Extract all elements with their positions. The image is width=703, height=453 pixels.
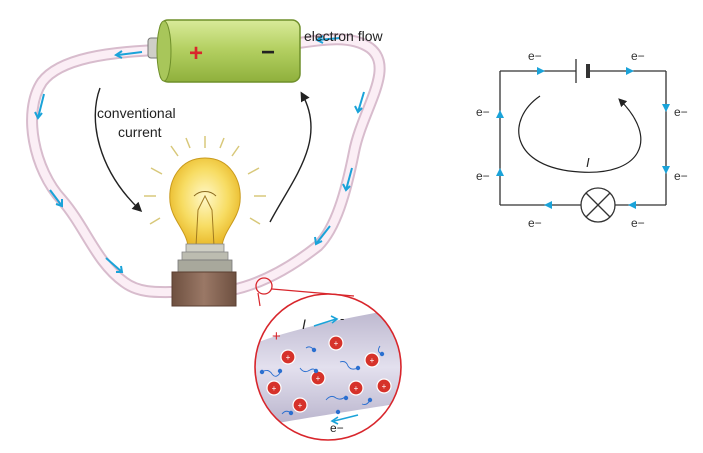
electron-label: e−: [528, 49, 542, 63]
electron-label: e−: [674, 169, 688, 183]
svg-text:+: +: [334, 339, 339, 348]
battery: + −: [147, 19, 301, 83]
battery-plus-sign: +: [189, 40, 203, 67]
conventional-current-label-line1: conventional: [97, 105, 176, 121]
inset-minus-sign: -: [340, 311, 344, 326]
schematic-current-symbol: I: [586, 155, 590, 170]
electron-label: e−: [674, 105, 688, 119]
svg-text:+: +: [272, 384, 277, 393]
inset-electron-label: e−: [330, 421, 344, 435]
electron-label: e−: [528, 216, 542, 230]
bulb-rays: [144, 136, 266, 225]
conventional-current-label-line2: current: [118, 124, 162, 140]
light-bulb: [144, 136, 266, 307]
current-loop-arrow: [518, 95, 642, 173]
svg-text:+: +: [354, 384, 359, 393]
svg-text:+: +: [286, 353, 291, 362]
svg-text:+: +: [370, 356, 375, 365]
lamp-symbol: [580, 187, 616, 223]
electron-flow-arrows: [34, 35, 365, 293]
electrons: [259, 347, 385, 416]
ion-plus-signs: + + + + + + + +: [272, 339, 387, 410]
schematic-electron-labels: e− e− e− e− e− e− e− e−: [476, 49, 688, 230]
electron-label: e−: [476, 169, 490, 183]
inset-current-symbol: I: [302, 316, 306, 332]
svg-text:+: +: [298, 401, 303, 410]
svg-text:+: +: [382, 382, 387, 391]
schematic-circuit: I e− e− e− e− e− e− e− e−: [476, 49, 688, 230]
battery-minus-sign: −: [261, 39, 275, 66]
inset-plus-sign: +: [272, 328, 281, 345]
wire-inset: + + + + + + + + + I: [254, 293, 402, 441]
electron-label: e−: [631, 216, 645, 230]
wire: [26, 33, 386, 299]
electron-flow-arrow: [269, 91, 312, 223]
magnify-marker: [255, 277, 273, 295]
schematic-flow-arrows: [496, 67, 670, 209]
conventional-current-arrow: [94, 87, 143, 213]
electron-flow-label: electron flow: [304, 28, 383, 44]
electron-label: e−: [476, 105, 490, 119]
electron-label: e−: [631, 49, 645, 63]
svg-text:+: +: [316, 374, 321, 383]
